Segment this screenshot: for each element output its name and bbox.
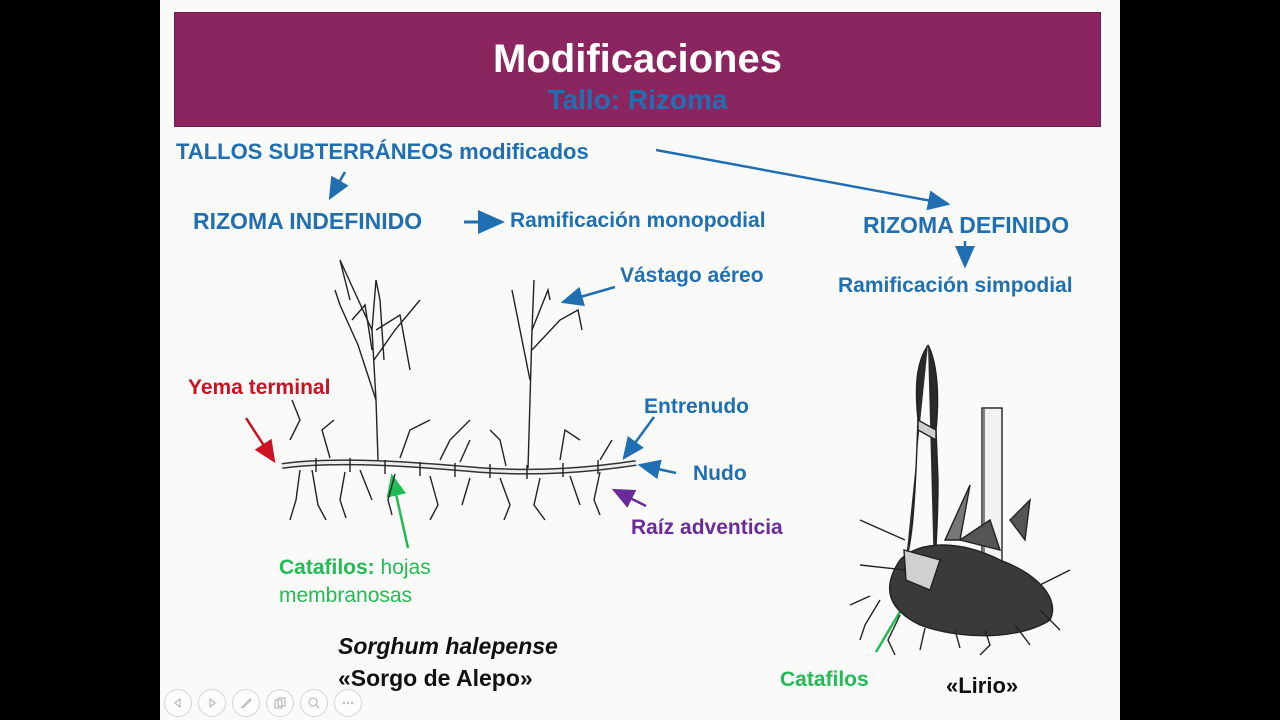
slide-subtitle: Tallo: Rizoma bbox=[547, 84, 728, 115]
label-lirio: «Lirio» bbox=[946, 673, 1019, 698]
next-icon[interactable] bbox=[198, 689, 226, 717]
label-catafilos-hojas: hojas bbox=[374, 556, 431, 579]
pen-icon[interactable] bbox=[232, 689, 260, 717]
zoom-icon[interactable] bbox=[300, 689, 328, 717]
copy-icon[interactable] bbox=[266, 689, 294, 717]
label-catafilos-lirio: Catafilos bbox=[780, 668, 869, 691]
label-catafilos-line1: Catafilos: hojas bbox=[279, 556, 431, 580]
label-catafilos-membranosas: membranosas bbox=[279, 584, 413, 607]
label-entrenudo: Entrenudo bbox=[644, 395, 749, 418]
label-ramificacion-monopodial: Ramificación monopodial bbox=[510, 209, 766, 232]
prev-icon[interactable] bbox=[164, 689, 192, 717]
label-nudo: Nudo bbox=[693, 462, 747, 485]
label-rizoma-indefinido: RIZOMA INDEFINIDO bbox=[193, 208, 423, 234]
label-yema-terminal: Yema terminal bbox=[188, 376, 331, 399]
label-species-scientific: Sorghum halepense bbox=[338, 633, 558, 659]
slide-header: Modificaciones Tallo: Rizoma bbox=[174, 12, 1101, 127]
label-catafilos-bold: Catafilos: bbox=[279, 556, 375, 579]
label-rizoma-definido: RIZOMA DEFINIDO bbox=[863, 212, 1070, 238]
slide-title: Modificaciones bbox=[493, 37, 782, 81]
label-vastago-aereo: Vástago aéreo bbox=[620, 264, 764, 287]
label-tallos-subterraneos: TALLOS SUBTERRÁNEOS modificados bbox=[176, 139, 589, 164]
more-icon[interactable] bbox=[334, 689, 362, 717]
label-species-common: «Sorgo de Alepo» bbox=[338, 665, 533, 691]
label-raiz-adventicia: Raíz adventicia bbox=[631, 516, 783, 539]
label-ramificacion-simpodial: Ramificación simpodial bbox=[838, 274, 1073, 297]
presentation-toolbar bbox=[164, 688, 376, 718]
